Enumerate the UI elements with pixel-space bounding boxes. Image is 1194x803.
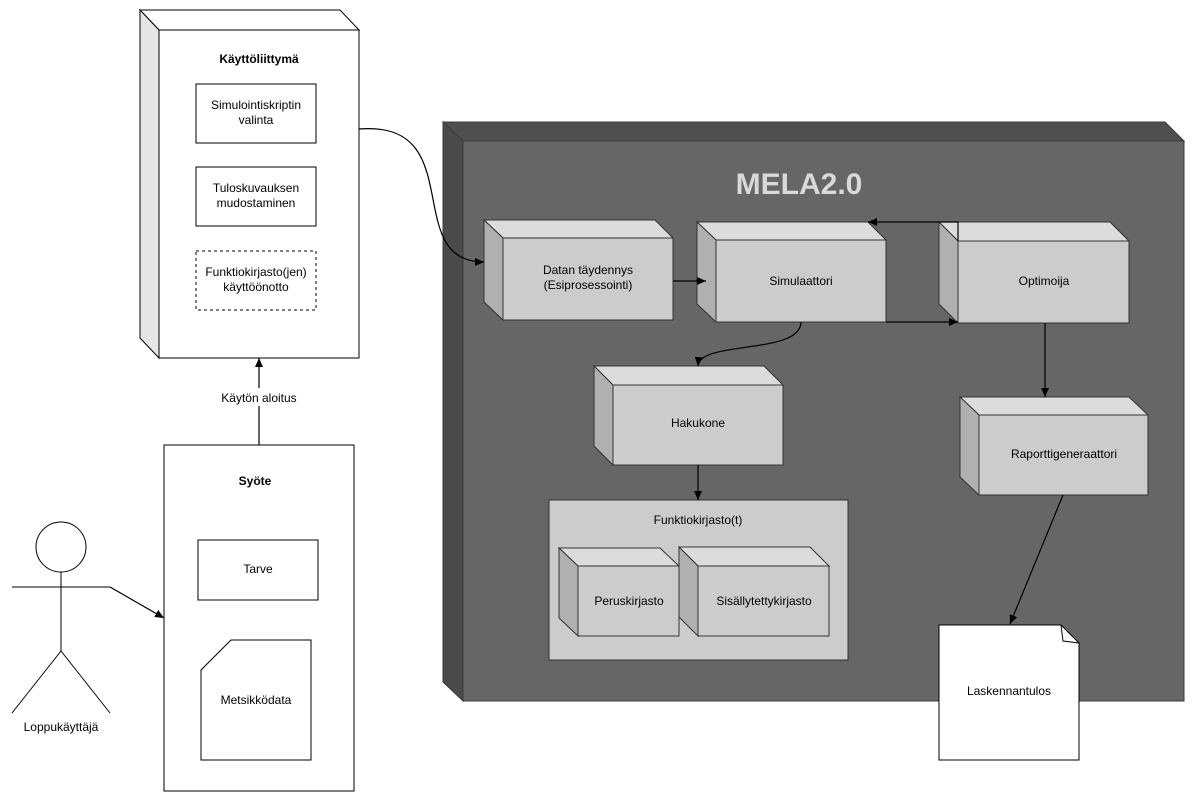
ui-item-label: Funktiokirjasto(jen)käyttöönotto (205, 265, 306, 294)
embedded-library-label: Sisällytettykirjasto (716, 594, 812, 608)
need-node[interactable]: Tarve (197, 539, 319, 601)
actor-label: Loppukäyttäjä (24, 720, 99, 734)
edge-optimizer-to-simulator (868, 218, 959, 241)
actor-head-icon (35, 521, 87, 573)
optimizer-node[interactable]: Optimoija (937, 220, 1131, 325)
edges (109, 128, 1064, 625)
report-label: Raporttigeneraattori (1011, 447, 1117, 461)
data-fill-label: Datan täydennys(Esiprosessointi) (543, 263, 633, 292)
forest-data-label: Metsikködata (221, 693, 292, 707)
base-library-label: Peruskirjasto (594, 594, 664, 608)
library-group-label: Funktiokirjasto(t) (654, 513, 743, 527)
system-title: MELA2.0 (736, 168, 863, 201)
base-library-node[interactable]: Peruskirjasto (557, 546, 681, 638)
end-user-actor: Loppukäyttäjä (11, 521, 111, 734)
simulator-label: Simulaattori (769, 274, 832, 288)
optimizer-label: Optimoija (1019, 274, 1070, 288)
embedded-library-node[interactable]: Sisällytettykirjasto (677, 545, 831, 638)
edge-ui-to-datafill (358, 128, 485, 266)
search-node[interactable]: Hakukone (592, 364, 785, 467)
simulator-node[interactable]: Simulaattori (695, 220, 888, 324)
result-label: Laskennantulos (967, 684, 1051, 698)
input-title: Syöte (239, 474, 272, 488)
data-fill-node[interactable]: Datan täydennys(Esiprosessointi) (482, 218, 675, 322)
result-document[interactable]: Laskennantulos (938, 624, 1080, 761)
forest-data-card[interactable]: Metsikködata (200, 639, 312, 761)
edge-user-to-input (109, 586, 165, 619)
need-label: Tarve (243, 562, 273, 576)
edge-report-to-result (1009, 494, 1064, 625)
search-label: Hakukone (671, 416, 725, 430)
ui-item-library-deployment[interactable]: Funktiokirjasto(jen)käyttöönotto (195, 250, 317, 311)
ui-title: Käyttöliittymä (219, 52, 299, 66)
edge-label-start-use: Käytön aloitus (221, 391, 296, 405)
edge-simulator-to-search (694, 321, 802, 367)
report-node[interactable]: Raporttigeneraattori (958, 395, 1150, 497)
